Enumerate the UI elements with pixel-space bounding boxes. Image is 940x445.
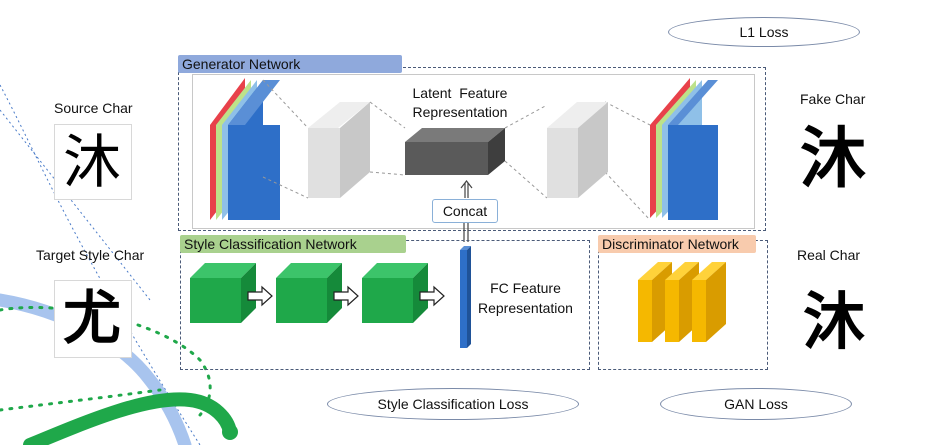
green-dot <box>222 424 238 440</box>
style-classification-loss-oval: Style Classification Loss <box>327 388 579 420</box>
dotted-blue-line <box>0 109 151 301</box>
style-classification-network-title-text: Style Classification Network <box>184 236 357 252</box>
style-classification-network-title: Style Classification Network <box>180 235 406 253</box>
fake-char-label: Fake Char <box>800 91 866 107</box>
target-style-char-label: Target Style Char <box>36 247 145 263</box>
generator-network-title-text: Generator Network <box>182 56 301 72</box>
concat-arrow-up <box>460 180 473 198</box>
concat-label: Concat <box>442 203 488 219</box>
green-cube-1 <box>190 263 256 323</box>
encoder-connectors <box>262 79 406 199</box>
fake-char-glyph: 沐 <box>800 119 866 197</box>
green-swoosh <box>23 392 237 445</box>
latent-feature-block <box>405 128 505 175</box>
generator-network-box <box>178 67 766 231</box>
source-char-glyph: 沐 <box>63 128 122 196</box>
encoder-grey-block <box>308 102 370 198</box>
generator-network-title: Generator Network <box>178 55 402 73</box>
l1-loss-oval: L1 Loss <box>668 17 860 47</box>
fc-to-concat-connector <box>463 222 469 242</box>
real-char-label: Real Char <box>797 247 861 263</box>
green-cube-2 <box>276 263 342 323</box>
yellow-block-3 <box>692 262 726 342</box>
fc-feature-label: FC Feature Representation <box>478 280 573 316</box>
gan-loss-oval: GAN Loss <box>660 388 852 420</box>
style-classification-loss-label: Style Classification Loss <box>377 396 529 412</box>
dotted-green-arc <box>0 306 212 417</box>
decoder-connectors <box>504 101 651 221</box>
blue-swoosh <box>0 293 192 445</box>
fc-feature-bar <box>460 246 471 348</box>
discriminator-network-title: Discriminator Network <box>598 235 756 253</box>
dotted-green-line <box>0 388 162 412</box>
arrow-1 <box>247 285 273 307</box>
target-style-char-image: 尤 <box>54 280 132 358</box>
concat-box: Concat <box>432 199 498 223</box>
source-char-label: Source Char <box>54 100 133 116</box>
real-char-glyph: 沐 <box>803 285 866 358</box>
generator-inner-box <box>192 74 755 229</box>
decoder-grey-block <box>547 102 608 198</box>
target-style-char-glyph: 尤 <box>63 284 122 352</box>
arrow-2 <box>333 285 359 307</box>
latent-feature-label: Latent Feature Representation <box>412 85 508 120</box>
l1-loss-label: L1 Loss <box>739 24 789 40</box>
discriminator-network-title-text: Discriminator Network <box>602 236 739 252</box>
decoder-output-layers <box>650 78 718 220</box>
arrow-3 <box>419 285 445 307</box>
gan-loss-label: GAN Loss <box>724 396 788 412</box>
encoder-input-layers <box>210 78 280 220</box>
source-char-image: 沐 <box>54 124 132 200</box>
